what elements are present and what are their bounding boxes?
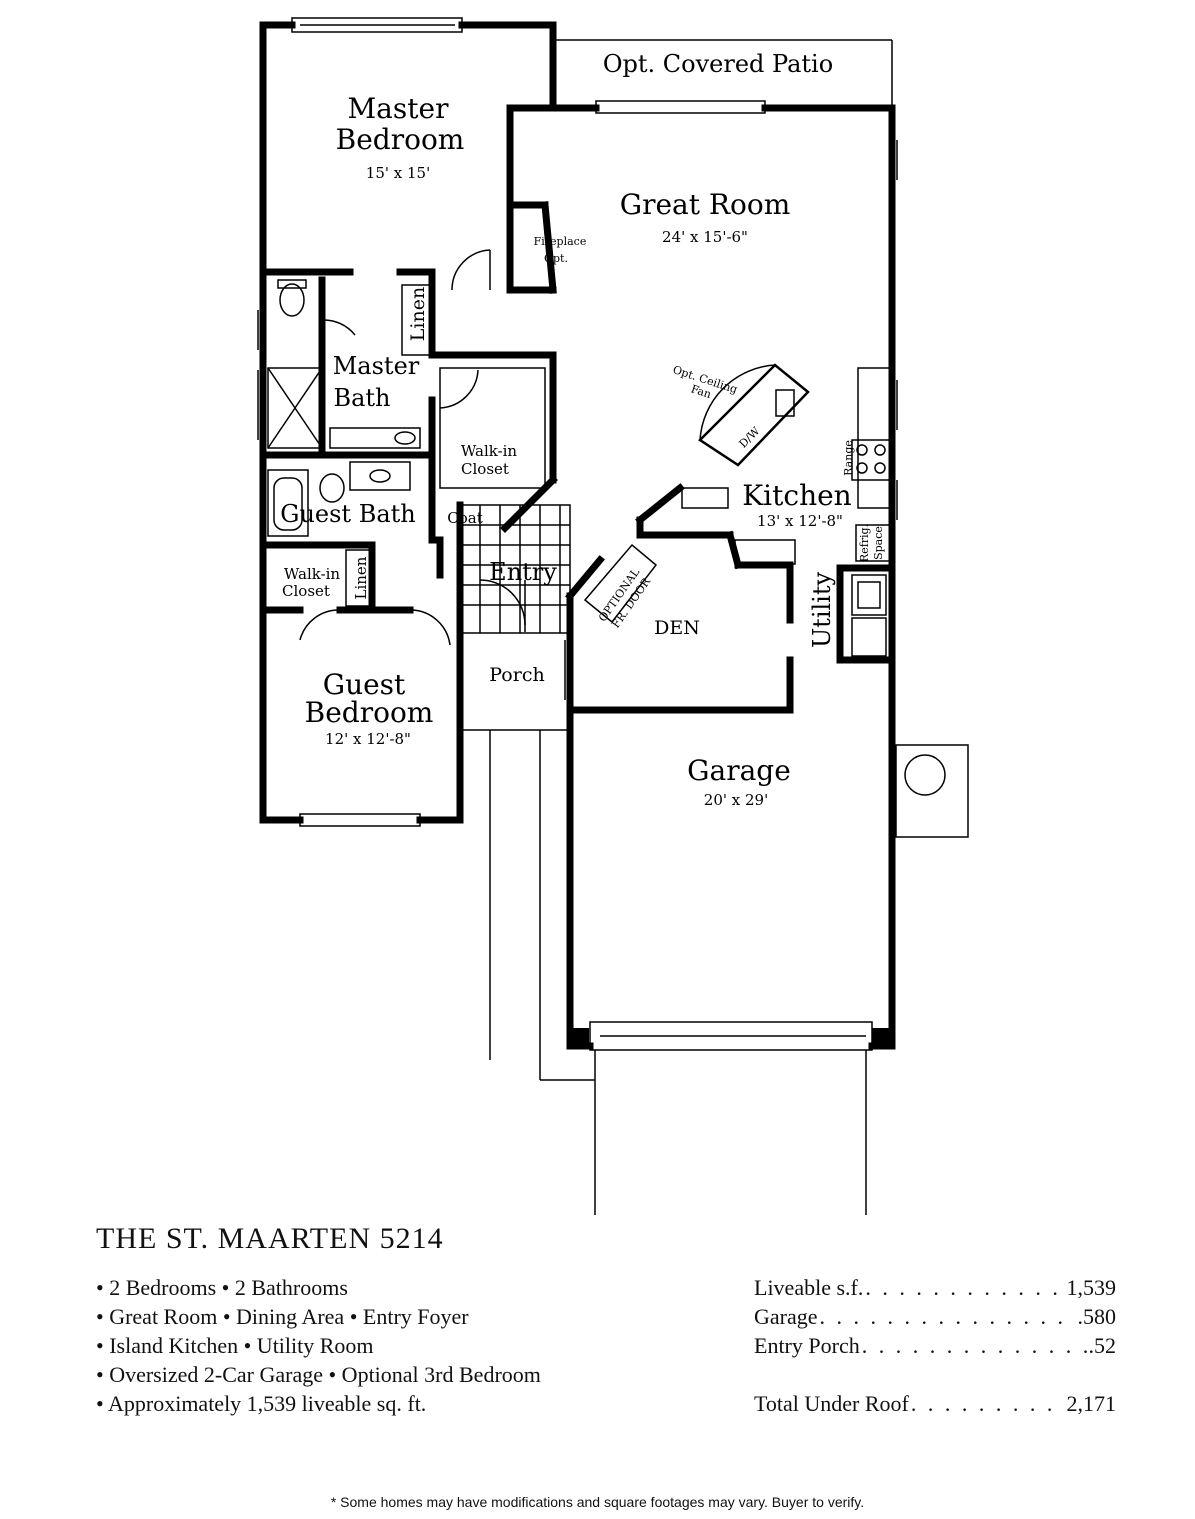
stat-spacer [754, 1360, 1116, 1389]
refrig-label-2: Space [872, 526, 885, 560]
entry-label: Entry [489, 558, 557, 586]
walkin-closet-2-label-1: Walk-in [284, 565, 341, 583]
utility-label: Utility [808, 572, 836, 649]
kitchen-dim: 13' x 12'-8" [757, 512, 843, 530]
feature-item: • Great Room • Dining Area • Entry Foyer [96, 1304, 469, 1329]
dishwasher-label: D/W [736, 424, 763, 451]
stat-leader-dots [911, 1389, 1065, 1418]
walkin-closet-1-label-1: Walk-in [461, 442, 518, 460]
master-bedroom-label-2: Bedroom [336, 123, 465, 156]
ceiling-fan-label-2: Fan [689, 382, 713, 401]
stat-value: 2,171 [1066, 1391, 1117, 1416]
feature-list: • 2 Bedrooms • 2 Bathrooms • Great Room … [96, 1273, 541, 1418]
fireplace-label-2: Opt. [544, 252, 568, 265]
stat-leader-dots [862, 1331, 1087, 1360]
stat-value: .580 [1077, 1304, 1117, 1329]
feature-item: • Island Kitchen • Utility Room [96, 1333, 374, 1358]
coat-label: Coat [447, 509, 482, 527]
stat-row-garage: Garage .580 [754, 1302, 1116, 1331]
walkin-closet-2-label-2: Closet [282, 582, 330, 600]
porch-label: Porch [489, 664, 544, 686]
feature-item: • Approximately 1,539 liveable sq. ft. [96, 1391, 427, 1416]
guest-bedroom-label-1: Guest [323, 668, 406, 701]
master-bath-label-1: Master [333, 352, 420, 380]
stat-value: .52 [1088, 1333, 1117, 1358]
feature-item: • Oversized 2-Car Garage • Optional 3rd … [96, 1362, 541, 1387]
fireplace-label-1: Fireplace [534, 235, 587, 248]
great-room-label: Great Room [620, 188, 791, 221]
range-label: Range [842, 440, 855, 476]
exterior-walls [259, 21, 896, 1050]
patio-label: Opt. Covered Patio [603, 50, 833, 78]
linen-label-2: Linen [352, 556, 370, 599]
master-bedroom-dim: 15' x 15' [366, 164, 430, 182]
plan-title: THE ST. MAARTEN 5214 [96, 1222, 444, 1255]
master-bath-label-2: Bath [333, 384, 390, 412]
master-bedroom-label-1: Master [348, 92, 450, 125]
kitchen-label: Kitchen [742, 479, 851, 512]
garage-dim: 20' x 29' [704, 791, 768, 809]
stat-label: Entry Porch [754, 1333, 860, 1358]
stat-row-entry-porch: Entry Porch .52 [754, 1331, 1116, 1360]
disclaimer: * Some homes may have modifications and … [330, 1494, 865, 1510]
stat-row-total: Total Under Roof 2,171 [754, 1389, 1116, 1418]
garage-label: Garage [687, 754, 791, 787]
stat-label: Liveable s.f. [754, 1275, 864, 1300]
stat-label: Garage [754, 1304, 818, 1329]
guest-bath-label: Guest Bath [280, 500, 415, 528]
walkin-closet-1-label-2: Closet [461, 460, 509, 478]
guest-bedroom-dim: 12' x 12'-8" [325, 730, 411, 748]
stat-leader-dots [820, 1302, 1076, 1331]
linen-label-1: Linen [407, 287, 429, 341]
feature-item: • 2 Bedrooms • 2 Bathrooms [96, 1275, 348, 1300]
guest-bedroom-label-2: Bedroom [305, 696, 434, 729]
great-room-dim: 24' x 15'-6" [662, 228, 748, 246]
den-label: DEN [654, 617, 700, 639]
windows-and-details [257, 17, 969, 1215]
stat-label: Total Under Roof [754, 1391, 909, 1416]
refrig-label-1: Refrig. [858, 524, 871, 562]
stat-row-liveable: Liveable s.f. 1,539 [754, 1273, 1116, 1302]
room-labels: Opt. Covered Patio Master Bedroom 15' x … [280, 50, 885, 809]
stat-value: 1,539 [1066, 1275, 1117, 1300]
stat-leader-dots [865, 1273, 1064, 1302]
square-footage-table: Liveable s.f. 1,539 Garage .580 Entry Po… [754, 1273, 1116, 1418]
